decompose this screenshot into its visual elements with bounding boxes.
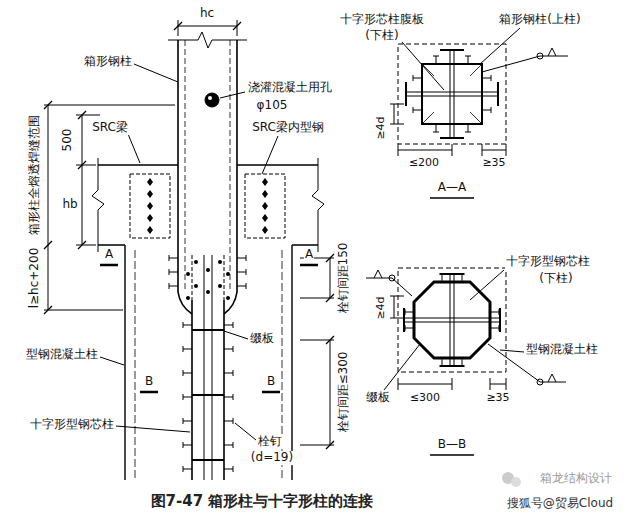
figure-caption: 图7-47 箱形柱与十字形柱的连接 [151,492,374,510]
dimension-label: 栓钉间距≤300 [337,351,351,434]
section-title: A—A [437,181,467,195]
part-label: SRC梁内型钢 [251,121,325,135]
dimension-label: ≤200 [408,157,440,170]
dimension-label: hb [61,198,78,212]
section-title: B—B [437,438,467,452]
part-label: 型钢混凝土柱 [25,348,99,362]
dimension-label: ≥35 [485,392,510,405]
part-label: 十字形型钢芯柱 [29,418,115,432]
part-label: SRC梁 [91,121,129,135]
section-mark: A [104,248,114,262]
part-label: 箱形钢柱 [83,55,133,69]
part-label: 十字形型钢芯柱 [505,255,591,269]
dimension-label: 500 [61,128,75,153]
dimension-label: ≥4d [375,295,388,320]
section-mark: B [144,375,154,389]
part-label: (下柱) [538,272,573,286]
watermark: 搜狐号@贸易Cloud [506,497,614,511]
dimension-label: ≤300 [409,392,441,405]
part-label: 浇灌混凝土用孔 [247,81,333,95]
watermark: 箱龙结构设计 [539,472,613,486]
section-mark: A [304,248,314,262]
part-label: (下柱) [364,29,399,43]
dimension-label: hc [199,7,215,21]
dimension-label: 栓钉间距150 [337,242,351,315]
dimension-label: ≥35 [481,157,506,170]
part-label: 箱形钢柱(上柱) [498,13,581,27]
dimension-label: l≥hc+200 [28,247,42,310]
part-label: 缀板 [249,332,275,346]
part-label: 十字形芯柱腹板 [339,13,425,27]
part-label: 缀板 [365,391,391,405]
dimension-label: 箱形柱全熔透焊缝范围 [28,114,42,236]
part-label: 栓钉 [257,435,283,449]
section-mark: B [266,375,276,389]
part-label: 型钢混凝土柱 [525,343,599,357]
part-label: (d=19) [250,451,294,465]
dimension-label: φ105 [256,99,289,113]
dimension-label: ≥4d [375,115,388,140]
